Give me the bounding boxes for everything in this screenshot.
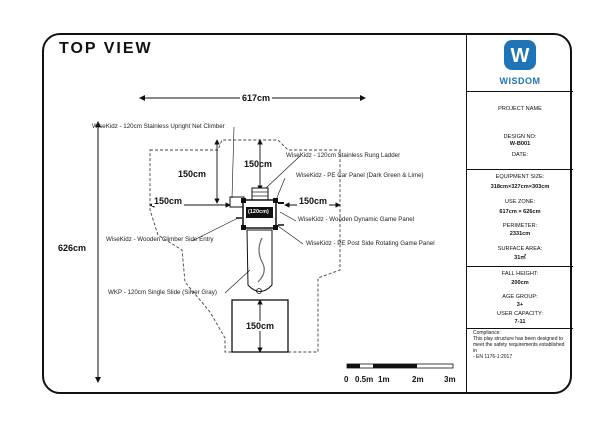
runout-box (231, 299, 289, 353)
scale-label-0-5: 0.5m (355, 375, 374, 384)
scale-label-0: 0 (344, 375, 349, 384)
fall-height-label: FALL HEIGHT: (501, 271, 539, 277)
logo-letter: W (511, 45, 530, 67)
design-no-label: DESIGN NO: (503, 134, 537, 140)
upper-left-dimension: 150cm (178, 169, 207, 179)
age-group-value: 3+ (516, 302, 524, 308)
slide-label: WKP - 120cm Single Slide (Silver Gray) (108, 289, 217, 296)
scale-label-1: 1m (378, 375, 390, 384)
rotating-panel-label: WiseKidz - PE Post Side Rotating Game Pa… (306, 240, 435, 247)
rung-ladder (251, 187, 269, 201)
compliance-standard: - EN 1176-1:2017 (473, 354, 513, 360)
page-title: TOP VIEW (59, 40, 153, 57)
scale-label-3: 3m (444, 375, 456, 384)
age-group-label: AGE GROUP: (502, 294, 538, 300)
fall-height-value: 200cm (511, 280, 529, 286)
game-panel-label: WiseKidz - Wooden Dynamic Game Panel (298, 216, 415, 223)
perimeter-label: PERIMETER: (502, 223, 538, 229)
equipment-size-label: EQUIPMENT SIZE: (495, 174, 545, 180)
perimeter-value: 2331cm (509, 231, 531, 237)
net-climber-label: WiseKidz - 120cm Stainless Upright Net C… (92, 123, 225, 130)
user-capacity-value: 7-11 (514, 319, 526, 325)
slide (246, 229, 273, 292)
surface-area-label: SURFACE AREA: (497, 246, 543, 252)
compliance-text: This play structure has been designed to… (473, 336, 565, 354)
drawing-frame (42, 33, 572, 394)
climber-entry-label: WiseKidz - Wooden Climber Side Entry (106, 236, 214, 243)
title-block: W WISDOM PROJECT NAME DESIGN NO: W-B001 … (466, 33, 573, 394)
user-capacity-label: USER CAPACITY: (497, 311, 543, 317)
runout-dimension: 150cm (244, 321, 277, 331)
rung-ladder-label: WiseKidz - 120cm Stainless Rung Ladder (286, 152, 401, 159)
use-zone-value: 617cm × 626cm (499, 209, 541, 215)
project-name-label: PROJECT NAME (498, 106, 542, 112)
width-dimension: 617cm (240, 93, 273, 103)
compliance-label: Compliance: (473, 330, 501, 336)
brand-logo: W (504, 40, 536, 70)
brand-name: WISDOM (499, 76, 541, 86)
right-dimension: 150cm (297, 196, 330, 206)
design-no-value: W-B001 (509, 141, 531, 147)
surface-area-value: 31㎡ (514, 255, 526, 261)
use-zone-label: USE ZONE: (504, 199, 536, 205)
left-dimension: 150cm (152, 196, 185, 206)
car-panel-label: WiseKidz - PE Car Panel (Dark Green & Li… (296, 172, 424, 179)
equipment-size-value: 318cm×327cm×303cm (490, 184, 550, 190)
deck-label: (120cm) (248, 209, 269, 215)
height-dimension: 626cm (58, 243, 87, 253)
scale-label-2: 2m (412, 375, 424, 384)
date-label: DATE: (511, 152, 529, 158)
ladder-dimension: 150cm (244, 159, 273, 169)
